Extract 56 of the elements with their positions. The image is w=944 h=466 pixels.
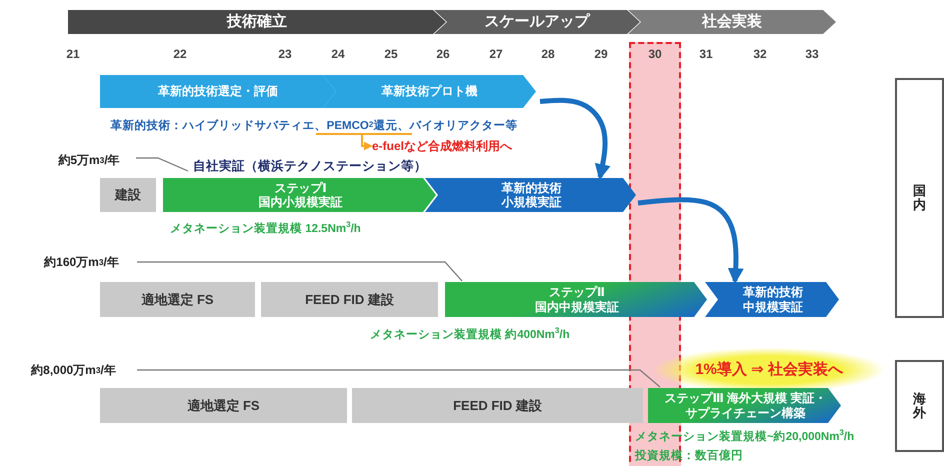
- banner-label: 適地選定 FS: [187, 398, 260, 414]
- highlight-note: e-fuelなど合成燃料利用へ: [372, 138, 552, 155]
- banner-label: ステップⅢ 海外大規模 実証・サプライチェーン構築: [664, 391, 828, 420]
- phase-box: [100, 178, 156, 212]
- phase-box: [100, 388, 347, 423]
- banner-label: スケールアップ: [484, 13, 590, 31]
- banner-label: 革新的技術中規模実証: [742, 285, 804, 314]
- spec-note: 投資規模：数百億円: [635, 448, 743, 463]
- region-label: 国内: [913, 184, 926, 212]
- year-label: 22: [172, 47, 188, 61]
- banner-label: 建設: [115, 187, 141, 203]
- region-label: 海外: [913, 392, 926, 420]
- year-label: 24: [330, 47, 346, 61]
- step-banner: [163, 178, 436, 212]
- step-banner: [648, 388, 841, 423]
- year-label: 23: [277, 47, 293, 61]
- banner-label: ステップⅡ 国内中規模実証: [534, 285, 620, 314]
- banner-label: 社会実装: [702, 13, 762, 31]
- phase-box: [352, 388, 643, 423]
- banner-label: 適地選定 FS: [141, 292, 214, 308]
- leader-line: [136, 157, 188, 172]
- demo-heading: 自社実証（横浜テクノステーション等）: [190, 157, 430, 175]
- banner-label: FEED FID 建設: [305, 292, 394, 308]
- banner-label: 革新的技術小規模実証: [500, 180, 562, 210]
- task-banner: [100, 75, 336, 108]
- phase-banner: [68, 10, 446, 34]
- year-label: 32: [752, 47, 768, 61]
- year-label: 28: [540, 47, 556, 61]
- step-banner: [445, 282, 707, 317]
- phase-box: [100, 282, 255, 317]
- banner-label: 技術確立: [227, 13, 287, 31]
- arrow: [361, 135, 373, 150]
- leader-line: [137, 369, 660, 388]
- step-banner: [705, 282, 839, 317]
- curved-arrow: [540, 98, 610, 180]
- banner-label: ステップⅠ 国内小規模実証: [258, 180, 344, 210]
- year-label: 26: [435, 47, 451, 61]
- curved-arrow: [638, 197, 744, 284]
- year-label: 25: [383, 47, 399, 61]
- year-label: 21: [65, 47, 81, 61]
- spec-note: メタネーション装置規模~約20,000Nm$^{3}$/h: [635, 429, 854, 444]
- spec-note: メタネーション装置規模 約400Nm$^{3}$/h: [370, 327, 570, 342]
- banner-label: 革新技術プロト機: [382, 84, 478, 99]
- banner-label: FEED FID 建設: [453, 398, 542, 414]
- banner-label: 革新的技術選定・評価: [158, 84, 278, 99]
- phase-box: [261, 282, 438, 317]
- leader-line: [137, 261, 462, 282]
- year-label: 27: [488, 47, 504, 61]
- year-label: 30: [647, 47, 663, 61]
- region-box: [895, 78, 944, 318]
- year-label: 31: [698, 47, 714, 61]
- year-label: 29: [593, 47, 609, 61]
- spec-note: メタネーション装置規模 12.5Nm$^{3}$/h: [170, 221, 361, 236]
- banner-label: 1%導入 ⇒ 社会実装へ: [695, 361, 843, 379]
- region-box: [895, 360, 944, 452]
- year-label: 33: [804, 47, 820, 61]
